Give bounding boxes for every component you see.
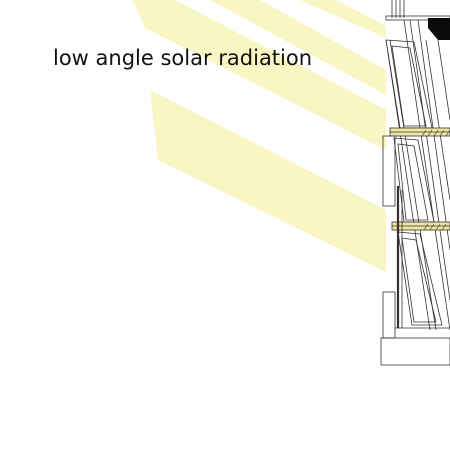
upper-glazing-inner (391, 45, 427, 127)
base-plinth (380, 337, 450, 366)
radiation-caption: low angle solar radiation (53, 46, 313, 70)
slab-hatch (421, 129, 450, 231)
top-mullions (391, 0, 405, 18)
lower-glazing-inner (401, 237, 437, 323)
wall-segment-lower (382, 291, 396, 339)
middle-glazing-inner (397, 143, 429, 221)
radiation-band-upper (133, 0, 386, 150)
radiation-band-top (300, 0, 386, 38)
radiation-band-middle (210, 0, 386, 95)
black-cap (428, 18, 450, 40)
inner-wall (382, 135, 403, 339)
wall-segment-middle (382, 135, 396, 207)
outer-skin-lines (385, 19, 450, 331)
lower-glazing-panel (397, 231, 443, 326)
radiation-band-lower (150, 90, 386, 272)
solar-radiation-rays (133, 0, 386, 272)
facade-section (380, 0, 450, 366)
